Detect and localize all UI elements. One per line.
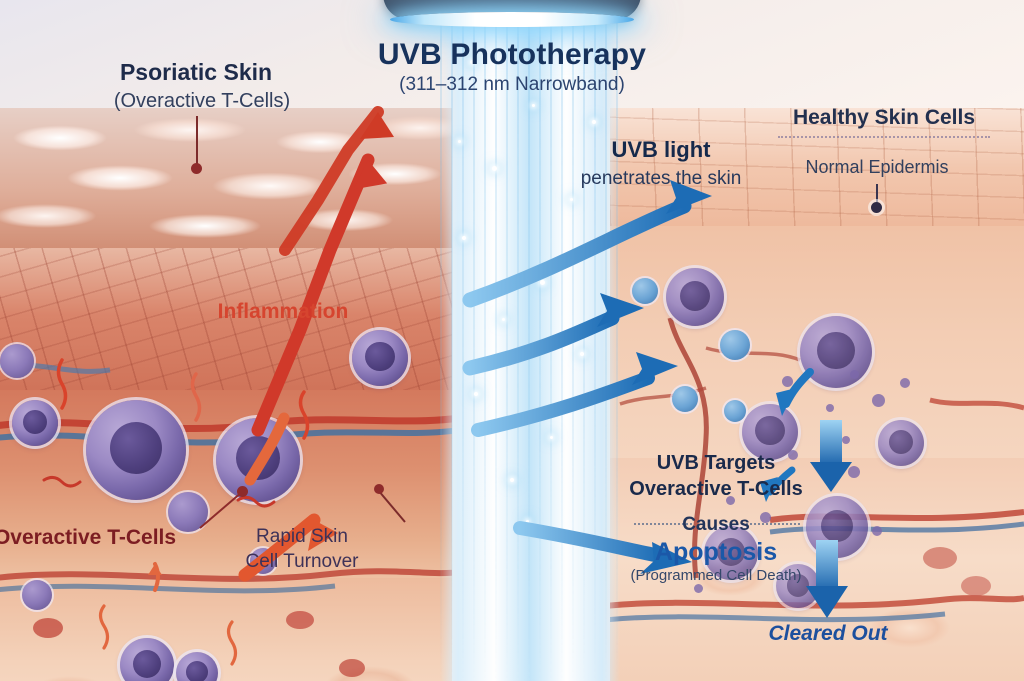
light-sparkle <box>526 520 529 523</box>
cell-fragment <box>872 394 885 407</box>
turnover-leader-line <box>377 489 406 523</box>
t-cell-small <box>724 400 746 422</box>
causes-divider-right <box>742 523 800 525</box>
t-cell <box>12 400 58 446</box>
t-cell-small <box>168 492 208 532</box>
t-cell-small <box>720 330 750 360</box>
light-sparkle <box>470 60 474 64</box>
light-sparkle <box>458 140 461 143</box>
right-blood-vessels <box>610 317 1024 623</box>
light-sparkle <box>580 352 584 356</box>
programmed-cell-death-label: (Programmed Cell Death) <box>630 567 802 584</box>
light-sparkle <box>532 104 535 107</box>
normal-epidermis-leader <box>876 184 878 206</box>
page-subtitle: (311–312 nm Narrowband) <box>399 74 625 95</box>
t-cell-small <box>22 580 52 610</box>
uvb-lamp-tube <box>390 12 634 27</box>
beam-streaks <box>440 0 620 681</box>
psoriatic-skin-heading: Psoriatic Skin <box>119 59 273 85</box>
psoriatic-leader-dot <box>191 163 202 174</box>
cell-fragment <box>826 404 834 412</box>
tcell-leader-dot <box>237 486 248 497</box>
t-cell <box>176 652 218 681</box>
normal-epidermis-label: Normal Epidermis <box>805 157 949 177</box>
t-cell-large <box>86 400 186 500</box>
apoptotic-t-cell <box>704 526 758 580</box>
light-sparkle <box>592 120 596 124</box>
cell-fragment <box>848 466 860 478</box>
psoriatic-skin-subheading: (Overactive T-Cells) <box>113 90 291 112</box>
cell-fragment <box>760 512 771 523</box>
t-cell-small <box>672 386 698 412</box>
cell-fragment <box>782 376 793 387</box>
rapid-turnover-label-line2: Cell Turnover <box>245 551 359 572</box>
tcell-leader-line <box>199 491 243 529</box>
normal-epidermis-dot <box>871 202 882 213</box>
cell-fragment <box>900 378 910 388</box>
cell-fragment <box>694 584 703 593</box>
light-sparkle <box>502 318 505 321</box>
t-cell <box>120 638 174 681</box>
t-cell <box>352 330 408 386</box>
page-title: UVB Phototherapy <box>377 38 647 71</box>
causes-label: Causes <box>682 514 750 535</box>
light-sparkle <box>492 166 497 171</box>
apoptotic-t-cell <box>666 268 724 326</box>
uvb-light-beam <box>440 0 620 681</box>
turnover-leader-dot <box>374 484 384 494</box>
overactive-tcells-label: Overactive T-Cells <box>0 526 177 549</box>
t-cell-small <box>0 344 34 378</box>
cell-fragment <box>788 450 798 460</box>
cleared-out-label: Cleared Out <box>768 622 888 645</box>
light-sparkle <box>462 236 466 240</box>
apoptotic-t-cell <box>800 316 872 388</box>
cell-fragment <box>850 370 859 379</box>
healthy-skin-heading: Healthy Skin Cells <box>792 106 976 129</box>
apoptosis-label: Apoptosis <box>654 538 778 566</box>
t-cell-small <box>632 278 658 304</box>
healthy-divider <box>778 136 990 138</box>
light-sparkle <box>474 392 478 396</box>
apoptotic-t-cell <box>878 420 924 466</box>
cell-fragment <box>726 496 735 505</box>
inflammation-label: Inflammation <box>217 300 349 323</box>
psoriatic-subcutaneous-layer <box>0 578 452 681</box>
light-sparkle <box>550 436 553 439</box>
rapid-turnover-label-line1: Rapid Skin <box>256 526 348 547</box>
uvb-light-label-line2: penetrates the skin <box>580 168 742 189</box>
uvb-targets-line1: UVB Targets <box>656 452 776 474</box>
cell-fragment <box>842 436 850 444</box>
uvb-targets-line2: Overactive T-Cells <box>629 478 803 500</box>
light-sparkle <box>540 280 545 285</box>
light-sparkle <box>510 478 514 482</box>
light-sparkle <box>570 198 573 201</box>
causes-divider-left <box>634 523 692 525</box>
cell-fragment <box>872 526 882 536</box>
cytokine-squiggles <box>33 358 365 677</box>
psoriatic-leader-line <box>196 116 198 166</box>
uvb-light-label-line1: UVB light <box>611 137 711 162</box>
